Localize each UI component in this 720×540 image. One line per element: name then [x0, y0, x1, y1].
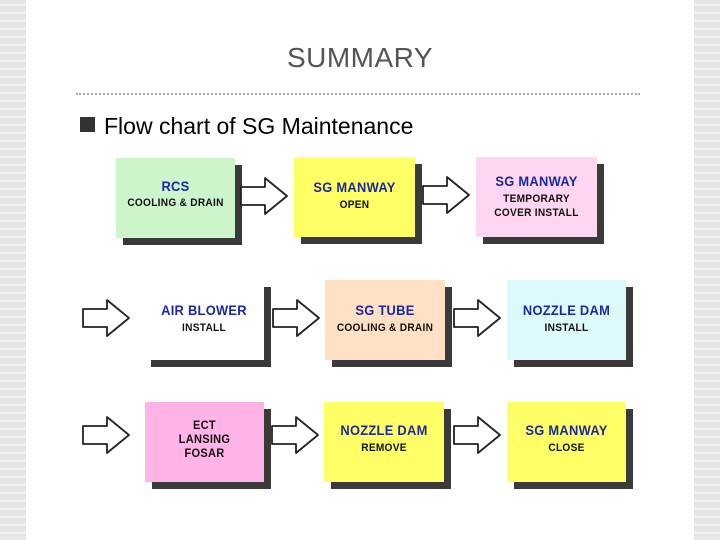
box-heading: NOZZLE DAM: [340, 422, 428, 438]
box-line: ECT: [193, 418, 216, 432]
page-title: SUMMARY: [286, 42, 434, 73]
flow-box-sg-manway-temporary-cover: SG MANWAY TEMPORARY COVER INSTALL: [476, 157, 597, 237]
box-heading: SG MANWAY: [495, 173, 578, 189]
right-edge-decoration: [694, 0, 720, 540]
flow-box-sg-manway-open: SG MANWAY OPEN: [294, 157, 415, 237]
arrow-right-icon: [271, 416, 319, 454]
box-heading: RCS: [161, 178, 190, 194]
box-line: COOLING & DRAIN: [127, 197, 224, 209]
box-line: REMOVE: [361, 442, 407, 454]
box-heading: AIR BLOWER: [161, 302, 247, 318]
title-divider: [76, 93, 640, 95]
flow-box-rcs-cooling-drain: RCS COOLING & DRAIN: [116, 158, 235, 238]
arrow-right-icon: [453, 416, 501, 454]
box-heading: SG TUBE: [355, 302, 415, 318]
box-line: COVER INSTALL: [494, 207, 579, 219]
box-line: COOLING & DRAIN: [336, 322, 434, 334]
flow-box-nozzle-dam-remove: NOZZLE DAM REMOVE: [324, 402, 444, 482]
flow-box-sg-tube-cooling-drain: SG TUBE COOLING & DRAIN: [325, 280, 445, 360]
box-line: FOSAR: [184, 446, 225, 460]
arrow-right-icon: [82, 299, 130, 337]
box-heading: SG MANWAY: [313, 179, 396, 195]
box-line: LANSING: [178, 432, 231, 446]
arrow-right-icon: [82, 416, 130, 454]
arrow-right-icon: [272, 299, 320, 337]
box-line: OPEN: [339, 199, 370, 211]
flow-box-sg-manway-close: SG MANWAY CLOSE: [507, 402, 626, 482]
left-edge-decoration: [0, 0, 26, 540]
flow-box-air-blower-install: AIR BLOWER INSTALL: [144, 280, 264, 360]
bullet-square-icon: [80, 117, 95, 132]
flow-box-nozzle-dam-install: NOZZLE DAM INSTALL: [507, 280, 626, 360]
arrow-right-icon: [422, 176, 470, 214]
box-line: INSTALL: [182, 322, 226, 334]
box-heading: SG MANWAY: [525, 422, 608, 438]
box-line: CLOSE: [548, 442, 585, 454]
box-heading: NOZZLE DAM: [522, 302, 611, 318]
arrow-right-icon: [453, 299, 501, 337]
flow-box-ect-lansing-fosar: ECT LANSING FOSAR: [145, 402, 264, 482]
section-subtitle: Flow chart of SG Maintenance: [104, 113, 414, 139]
box-line: INSTALL: [544, 322, 589, 334]
box-line: TEMPORARY: [503, 193, 570, 205]
arrow-right-icon: [240, 177, 288, 215]
